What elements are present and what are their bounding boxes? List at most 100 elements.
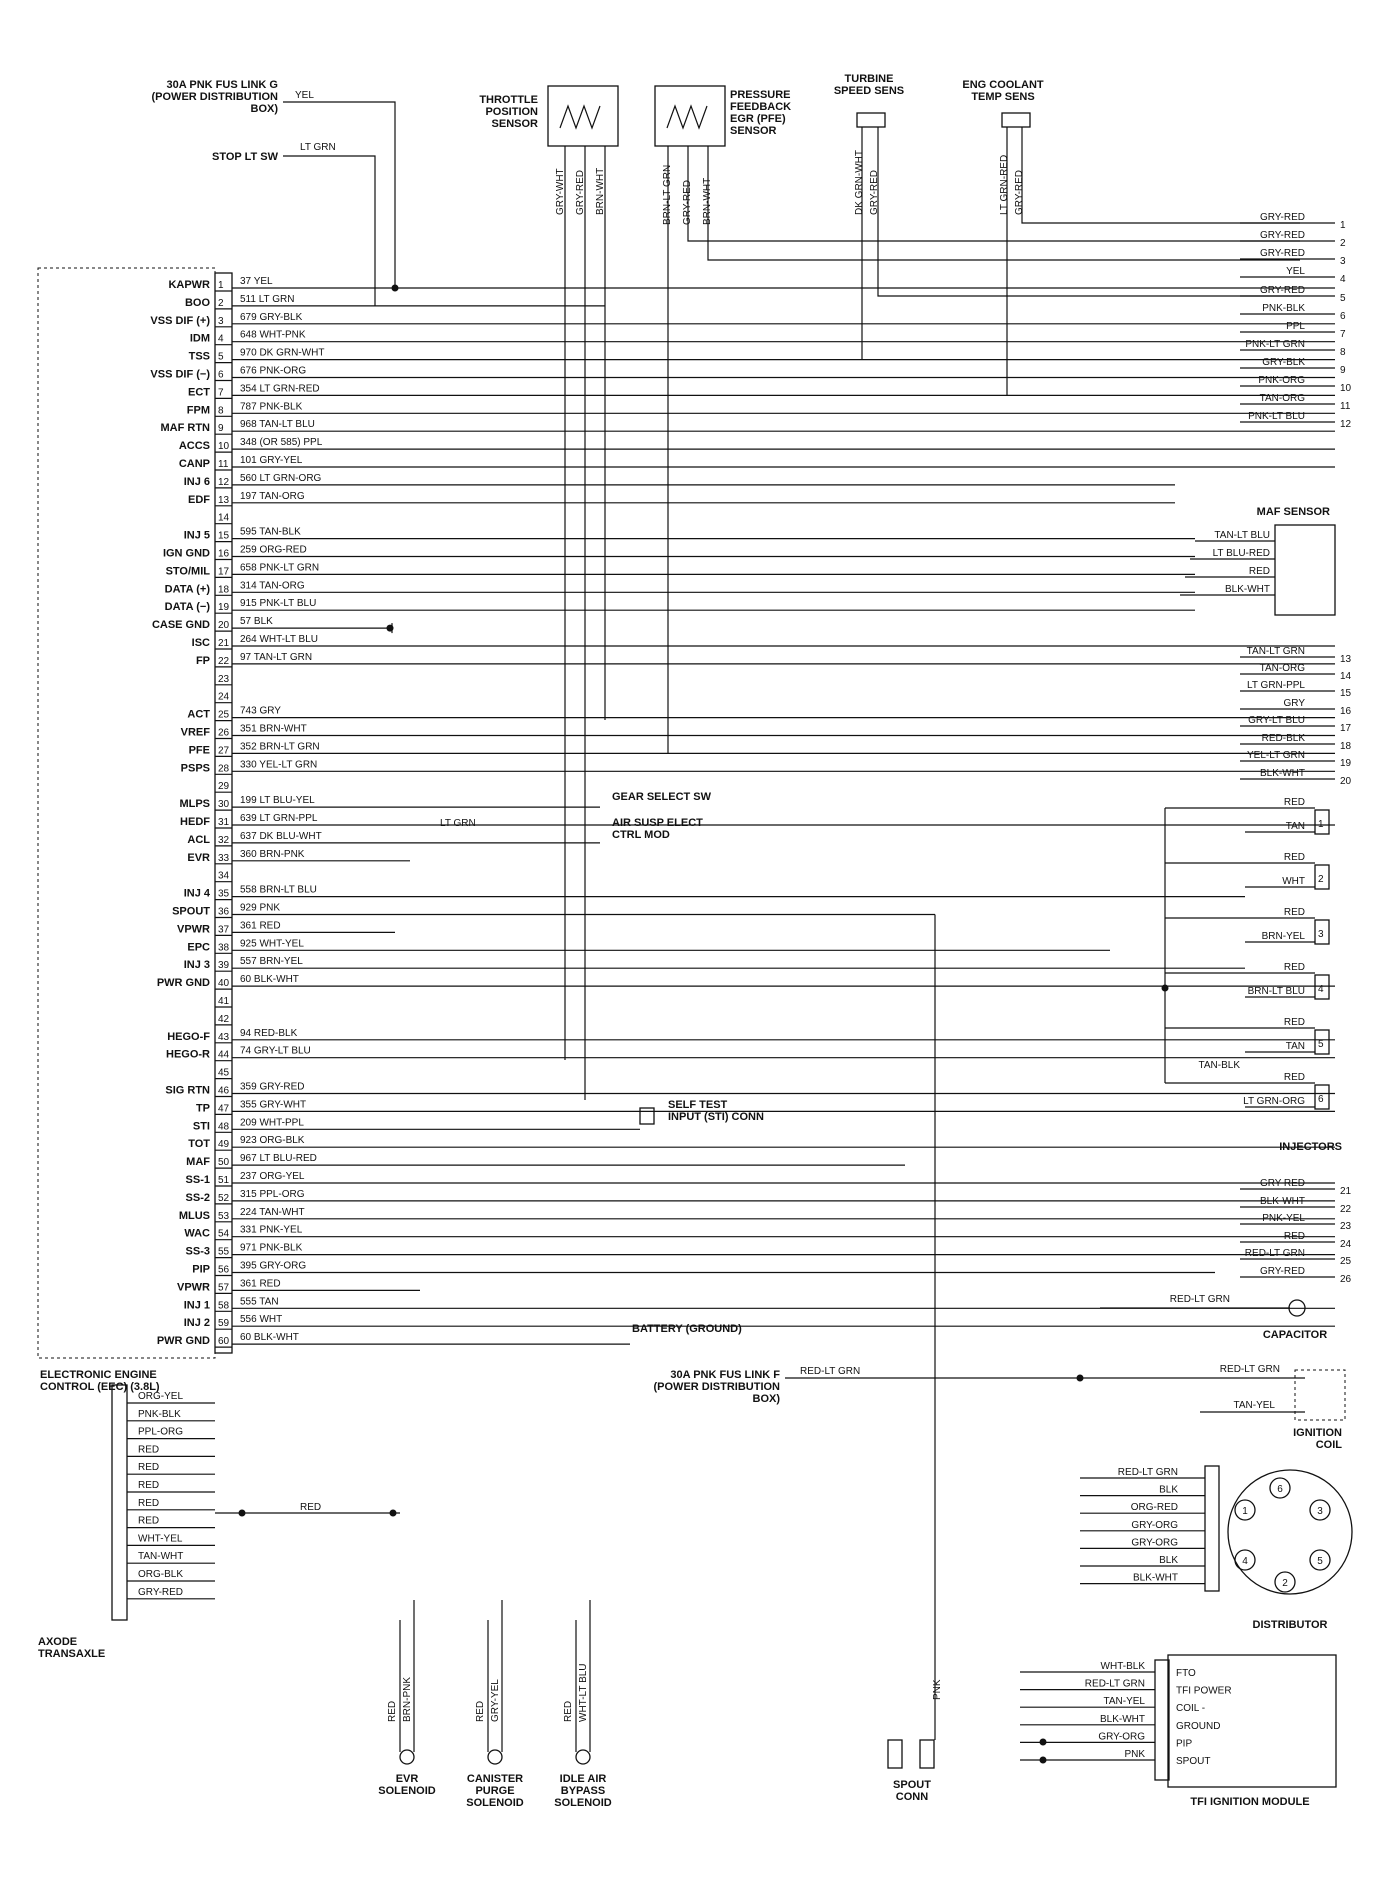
tss-label: TURBINE <box>845 73 894 85</box>
pin-function: IDM <box>190 333 210 345</box>
pin-wire-label: 929 PNK <box>240 903 280 914</box>
spout-conn-label: SPOUT <box>893 1779 931 1791</box>
air-susp-label: AIR SUSP ELECT <box>612 817 703 829</box>
ect-connector <box>1001 112 1031 128</box>
right-terminal-number: 5 <box>1340 293 1346 304</box>
fuse-link-f-label: (POWER DISTRIBUTION <box>654 1381 781 1393</box>
injector-wire-b: TAN <box>1286 1041 1305 1052</box>
right-wire-label: GRY-RED <box>1260 1266 1305 1277</box>
pin-function: WAC <box>184 1228 210 1240</box>
pin-function: BOO <box>185 297 211 309</box>
axode-wire-label: GRY-RED <box>138 1587 183 1598</box>
right-terminal-number: 1 <box>1340 220 1346 231</box>
distributor-wire-label: BLK <box>1159 1485 1178 1496</box>
pin-number: 6 <box>218 370 224 381</box>
pin-number: 4 <box>218 334 224 345</box>
injector-connector <box>1314 974 1330 1000</box>
solenoid-wire-label: RED <box>475 1701 486 1722</box>
right-wire-label: PNK-ORG <box>1258 375 1305 386</box>
pin-wire-label: 787 PNK-BLK <box>240 401 303 412</box>
pin-number: 20 <box>218 620 230 631</box>
distributor-cylinder-number: 3 <box>1317 1506 1323 1517</box>
gear-select-sw-label: GEAR SELECT SW <box>612 791 712 803</box>
pin-wire-label: 354 LT GRN-RED <box>240 383 320 394</box>
maf-title: MAF SENSOR <box>1257 506 1330 518</box>
right-wire-label: PNK-YEL <box>1262 1213 1305 1224</box>
pin-function: HEDF <box>180 816 210 828</box>
right-terminal-number: 26 <box>1340 1274 1352 1285</box>
fuse-link-f-label: BOX) <box>753 1393 781 1405</box>
tfi-pin-label: SPOUT <box>1176 1756 1210 1767</box>
pin-function: MLUS <box>179 1210 210 1222</box>
pin-function: VSS DIF (−) <box>150 369 210 381</box>
right-wire-label: TAN-ORG <box>1260 663 1306 674</box>
pin-wire-label: 237 ORG-YEL <box>240 1171 305 1182</box>
pin-number: 5 <box>218 352 224 363</box>
pin-wire-label: 315 PPL-ORG <box>240 1189 305 1200</box>
tps-label: SENSOR <box>492 118 539 130</box>
distributor-wire-label: GRY-ORG <box>1131 1520 1178 1531</box>
distributor-terminal <box>1309 1499 1331 1521</box>
splice-dot <box>1161 984 1169 992</box>
injector-wire-a: RED <box>1284 1072 1305 1083</box>
right-terminal-number: 2 <box>1340 238 1346 249</box>
tfi-wire-label: PNK <box>1124 1749 1145 1760</box>
injector-wire-a: RED <box>1284 1017 1305 1028</box>
pin-wire-label: 74 GRY-LT BLU <box>240 1046 311 1057</box>
solenoid-label: BYPASS <box>561 1785 605 1797</box>
pin-function: MLPS <box>179 798 210 810</box>
pin-function: CANP <box>179 458 210 470</box>
maf-wire-label: BLK-WHT <box>1225 584 1270 595</box>
pfe-resistor-icon <box>666 104 708 130</box>
axode-wire-label: PNK-BLK <box>138 1409 181 1420</box>
axode-wire-label: RED <box>138 1462 159 1473</box>
pin-function: PWR GND <box>157 977 210 989</box>
right-terminal-number: 20 <box>1340 776 1352 787</box>
right-terminal-number: 3 <box>1340 256 1346 267</box>
ect-wire-b <box>1021 127 1300 224</box>
pfe-wire-label: BRN-LT GRN <box>662 165 673 225</box>
spout-connector <box>887 1739 903 1769</box>
right-terminal-number: 21 <box>1340 1186 1352 1197</box>
self-test-label: INPUT (STI) CONN <box>668 1111 764 1123</box>
self-test-label: SELF TEST <box>668 1099 728 1111</box>
pin-number: 22 <box>218 656 230 667</box>
fuse-link-g-wire: YEL <box>295 90 314 101</box>
spout-conn-label: CONN <box>896 1791 928 1803</box>
spout-connector-mate <box>919 1739 935 1769</box>
injector-connector <box>1314 809 1330 835</box>
tss-label: SPEED SENS <box>834 85 904 97</box>
pin-wire-label: 560 LT GRN-ORG <box>240 473 322 484</box>
pin-number: 59 <box>218 1318 230 1329</box>
pin-function: FP <box>196 655 210 667</box>
distributor-terminal <box>1309 1549 1331 1571</box>
pin-function: HEGO-R <box>166 1049 210 1061</box>
pin-function: DATA (+) <box>165 583 211 595</box>
right-terminal-number: 14 <box>1340 671 1352 682</box>
pin-number: 13 <box>218 495 230 506</box>
pin-wire-label: 395 GRY-ORG <box>240 1261 306 1272</box>
right-terminal-number: 23 <box>1340 1221 1352 1232</box>
pin-wire-label: 97 TAN-LT GRN <box>240 652 312 663</box>
injector-number: 2 <box>1318 874 1324 885</box>
right-terminal-number: 22 <box>1340 1204 1352 1215</box>
pin-number: 24 <box>218 692 230 703</box>
pin-number: 17 <box>218 566 230 577</box>
pin-function: SS-1 <box>186 1174 210 1186</box>
ignition-coil-label: COIL <box>1316 1439 1343 1451</box>
pin-wire-label: 595 TAN-BLK <box>240 527 301 538</box>
right-terminal-number: 4 <box>1340 274 1346 285</box>
pin-wire-label: 511 LT GRN <box>240 294 294 305</box>
maf-connector <box>1274 524 1336 616</box>
pfe-wire <box>687 146 1300 242</box>
pin-number: 55 <box>218 1247 230 1258</box>
pin-function: PSPS <box>181 762 210 774</box>
fuse-link-g-label: BOX) <box>251 103 279 115</box>
tfi-wire-label: GRY-ORG <box>1098 1731 1145 1742</box>
pin-number: 1 <box>218 280 224 291</box>
injector-number: 6 <box>1318 1094 1324 1105</box>
pfe-label: SENSOR <box>730 125 777 137</box>
right-terminal-number: 8 <box>1340 347 1346 358</box>
pin-function: INJ 1 <box>184 1299 210 1311</box>
right-wire-label: YEL-LT GRN <box>1247 750 1305 761</box>
